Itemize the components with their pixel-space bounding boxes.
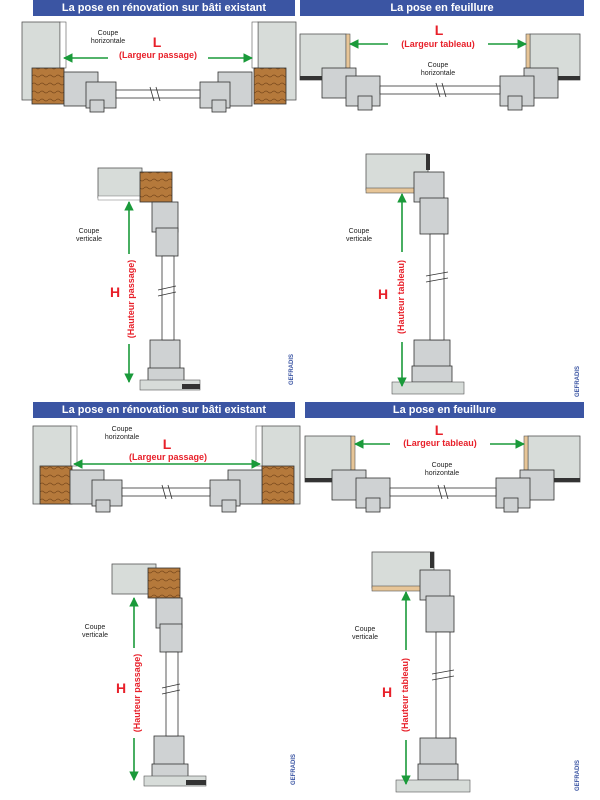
height-letter: H: [378, 286, 389, 302]
width-label: (Largeur tableau): [390, 438, 490, 448]
width-letter: L: [434, 22, 444, 38]
renovation-horizontal-section: [21, 21, 297, 113]
renovation-vertical-section: [97, 167, 201, 391]
brand-logo: GEFRADIS: [575, 759, 581, 791]
width-letter: L: [152, 34, 162, 50]
feuillure-horizontal-section: [299, 33, 581, 111]
coupe-horizontale-label: Coupe horizontale: [104, 426, 140, 441]
width-label: (Largeur tableau): [388, 39, 488, 49]
header-renovation-top: La pose en rénovation sur bâti existant: [33, 0, 295, 16]
header-feuillure-bottom: La pose en feuillure: [305, 402, 584, 418]
coupe-horizontale-label: Coupe horizontale: [90, 30, 126, 45]
height-letter: H: [382, 684, 393, 700]
feuillure-horizontal-section-bottom: [304, 435, 581, 513]
header-renovation-bottom: La pose en rénovation sur bâti existant: [33, 402, 295, 418]
width-label: (Largeur passage): [118, 452, 218, 462]
width-letter: L: [162, 436, 172, 452]
coupe-verticale-label: Coupe verticale: [345, 228, 373, 243]
height-label: (Hauteur passage): [132, 648, 142, 738]
feuillure-vertical-section-bottom: [371, 551, 471, 793]
height-letter: H: [110, 284, 121, 300]
coupe-horizontale-label: Coupe horizontale: [424, 462, 460, 477]
header-feuillure-top: La pose en feuillure: [300, 0, 584, 16]
feuillure-vertical-section: [365, 153, 465, 395]
brand-logo: GEFRADIS: [575, 365, 581, 397]
coupe-verticale-label: Coupe verticale: [351, 626, 379, 641]
coupe-verticale-label: Coupe verticale: [75, 228, 103, 243]
width-label: (Largeur passage): [108, 50, 208, 60]
brand-logo: GEFRADIS: [291, 753, 297, 785]
renovation-horizontal-section-bottom: [32, 425, 301, 513]
width-letter: L: [434, 422, 444, 438]
height-label: (Hauteur passage): [126, 254, 136, 344]
coupe-verticale-label: Coupe verticale: [81, 624, 109, 639]
brand-logo: GEFRADIS: [289, 353, 295, 385]
coupe-horizontale-label: Coupe horizontale: [420, 62, 456, 77]
renovation-vertical-section-bottom: [111, 563, 207, 787]
height-label: (Hauteur tableau): [400, 650, 410, 740]
height-letter: H: [116, 680, 127, 696]
height-label: (Hauteur tableau): [396, 252, 406, 342]
